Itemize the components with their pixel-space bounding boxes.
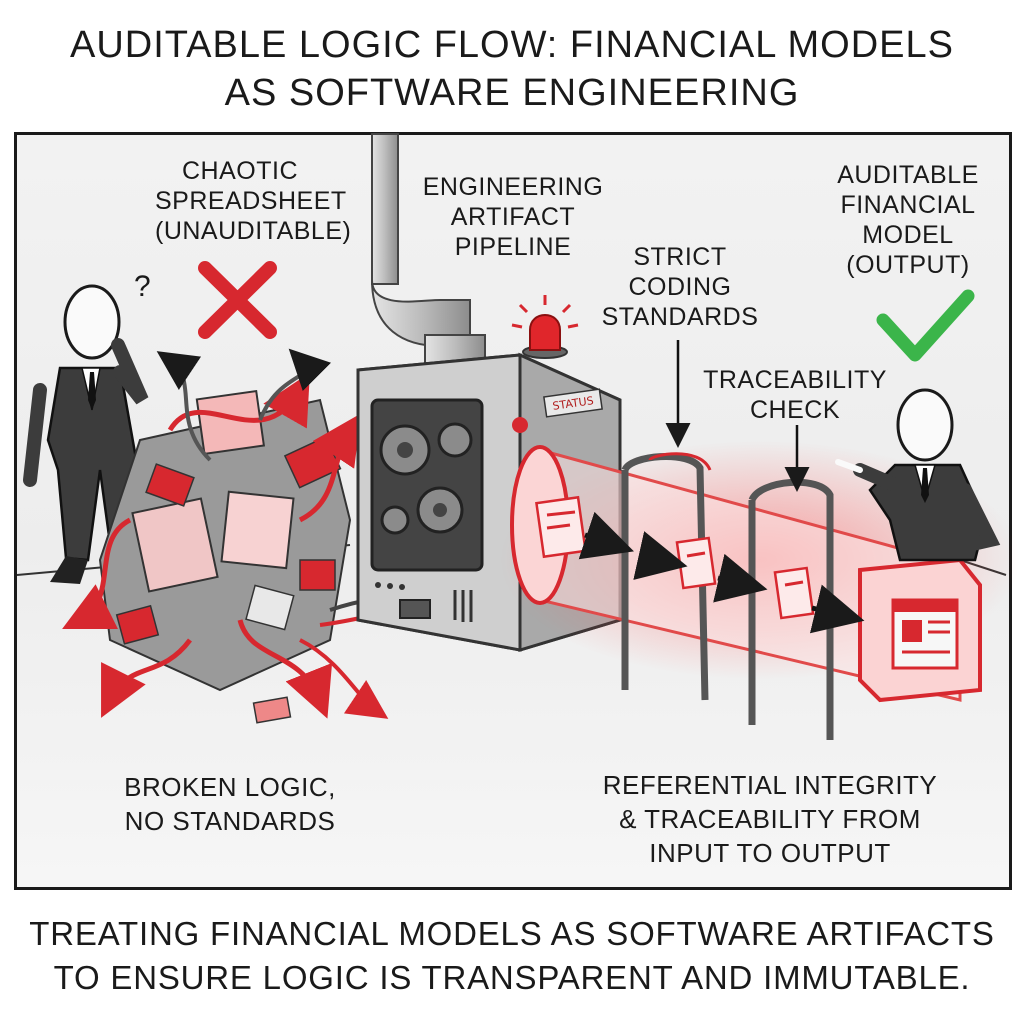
label-strict-line-1: STRICT: [633, 243, 727, 271]
label-auditable-line-3: MODEL: [862, 221, 954, 249]
label-chaotic-line-1: CHAOTIC: [182, 157, 298, 185]
label-referential-line-2: & TRACEABILITY FROM: [619, 804, 921, 834]
red-x-icon: [198, 261, 277, 339]
label-chaotic-spreadsheet: CHAOTIC SPREADSHEET (UNAUDITABLE): [155, 156, 352, 246]
label-auditable-line-1: AUDITABLE: [837, 161, 979, 189]
label-referential-integrity: REFERENTIAL INTEGRITY & TRACEABILITY FRO…: [590, 768, 950, 870]
caption-line-2: TO ENSURE LOGIC IS TRANSPARENT AND IMMUT…: [53, 959, 971, 996]
label-auditable-line-2: FINANCIAL: [840, 191, 976, 219]
pipeline-machine: STATUS: [356, 133, 622, 653]
label-chaotic-line-3: (UNAUDITABLE): [155, 217, 352, 245]
label-traceability-check: TRACEABILITY CHECK: [700, 365, 890, 425]
chaotic-spreadsheet-pile: [62, 348, 413, 724]
status-plate: STATUS: [552, 394, 595, 413]
label-broken-logic: BROKEN LOGIC, NO STANDARDS: [100, 770, 360, 838]
label-chaotic-line-2: SPREADSHEET: [155, 187, 347, 215]
label-strict-coding-standards: STRICT CODING STANDARDS: [600, 242, 760, 332]
label-traceability-line-1: TRACEABILITY: [703, 366, 887, 394]
label-auditable-line-4: (OUTPUT): [846, 251, 970, 279]
label-pipeline-line-3: PIPELINE: [454, 233, 572, 261]
label-pipeline-line-2: ARTIFACT: [450, 203, 576, 231]
label-auditable-financial-model: AUDITABLE FINANCIAL MODEL (OUTPUT): [818, 160, 998, 280]
caption-line-1: TREATING FINANCIAL MODELS AS SOFTWARE AR…: [29, 915, 995, 952]
title-line-2: AS SOFTWARE ENGINEERING: [224, 72, 800, 114]
title-line-1: AUDITABLE LOGIC FLOW: FINANCIAL MODELS: [69, 24, 955, 66]
label-pipeline-line-1: ENGINEERING: [422, 173, 604, 201]
question-mark-icon: ?: [134, 270, 151, 303]
green-check-icon: [876, 289, 975, 362]
label-broken-line-2: NO STANDARDS: [124, 806, 336, 836]
label-strict-line-2: CODING: [628, 273, 732, 301]
label-broken-line-1: BROKEN LOGIC,: [124, 772, 336, 802]
label-engineering-pipeline: ENGINEERING ARTIFACT PIPELINE: [418, 172, 608, 262]
label-referential-line-1: REFERENTIAL INTEGRITY: [602, 770, 938, 800]
approving-businessman: [835, 388, 1001, 562]
label-traceability-line-2: CHECK: [749, 396, 840, 424]
label-strict-line-3: STANDARDS: [601, 303, 759, 331]
label-referential-line-3: INPUT TO OUTPUT: [649, 838, 891, 868]
